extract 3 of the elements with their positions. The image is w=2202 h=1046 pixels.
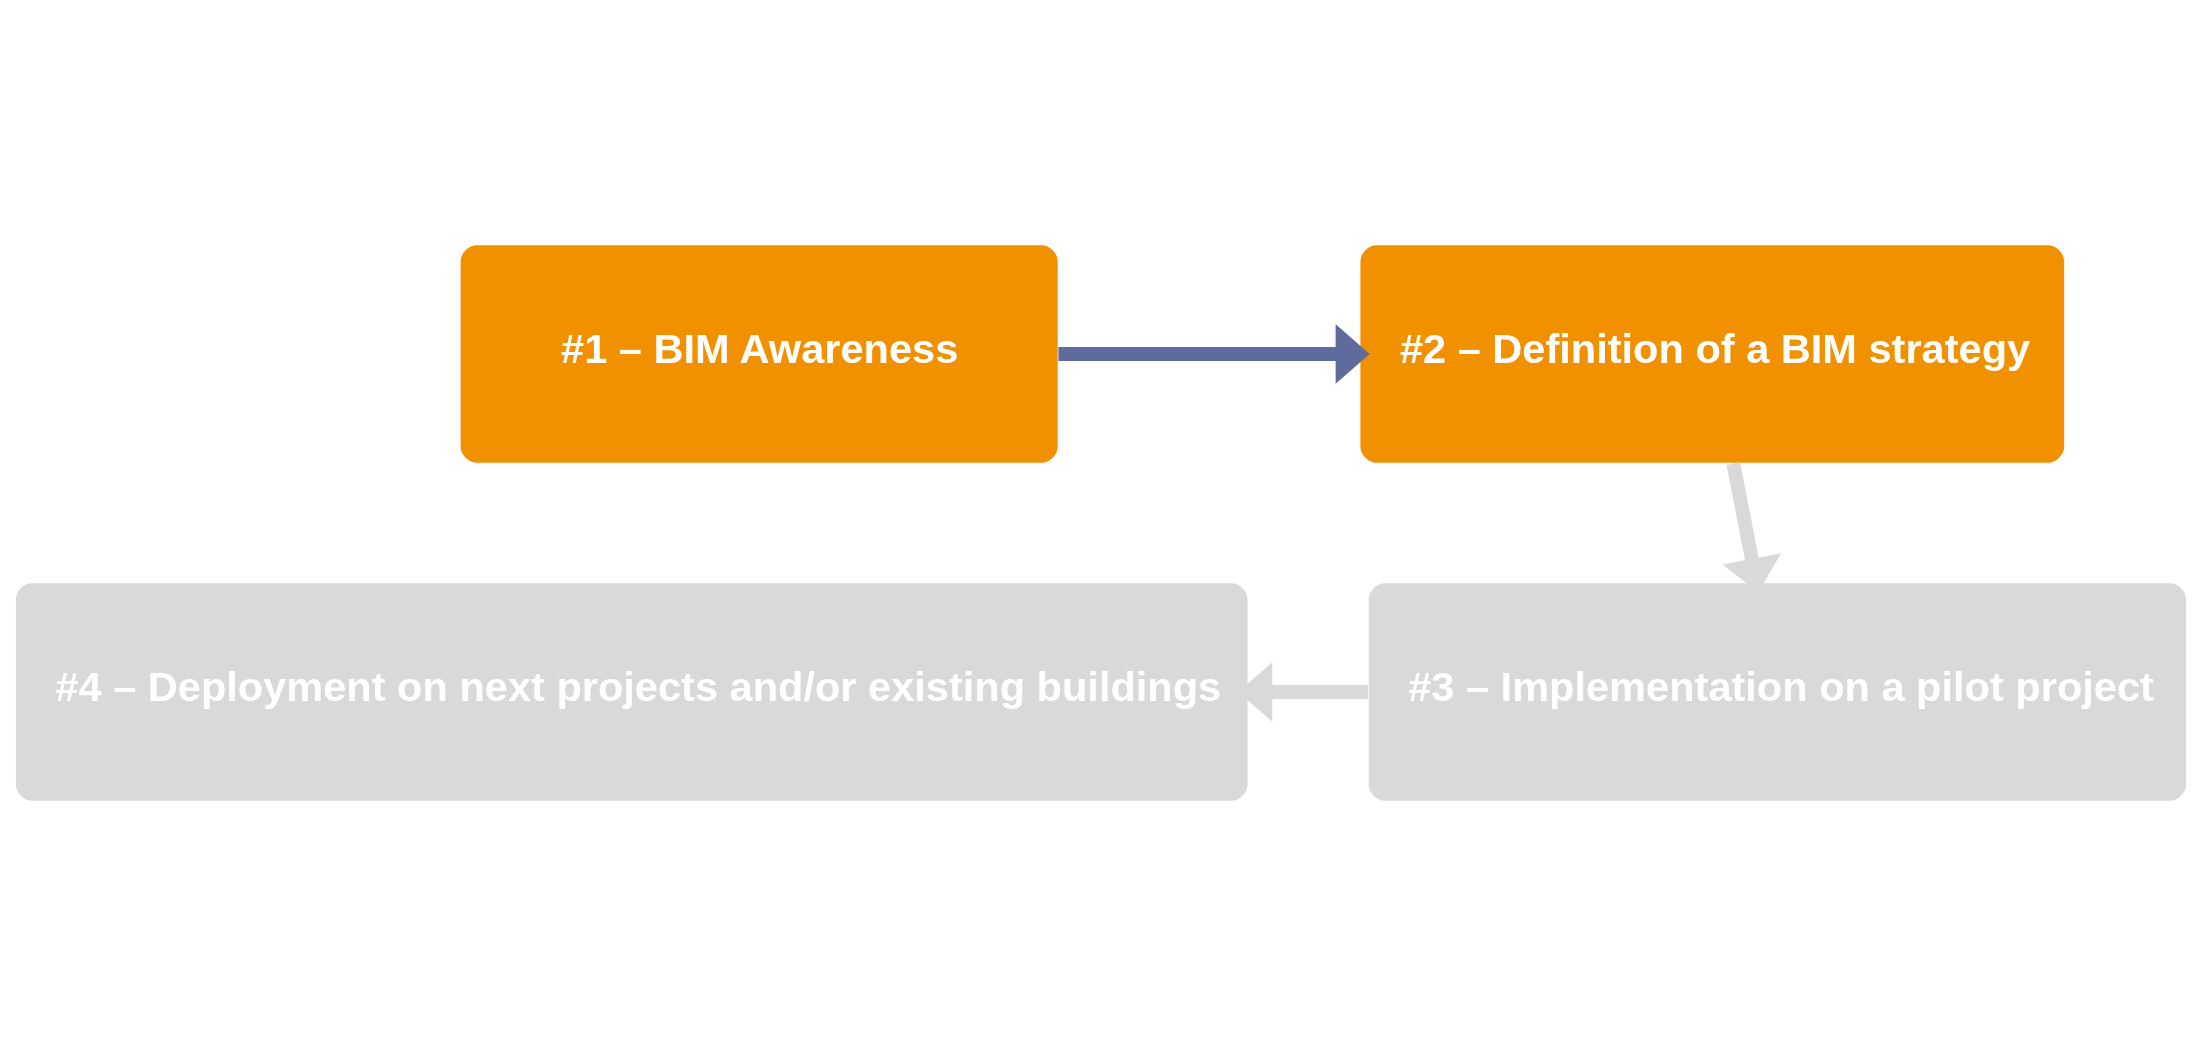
arrow [1058,324,1370,384]
node-box: #1 – BIM Awareness [459,243,1060,465]
node-box: #2 – Definition of a BIM strategy [1359,243,2066,465]
